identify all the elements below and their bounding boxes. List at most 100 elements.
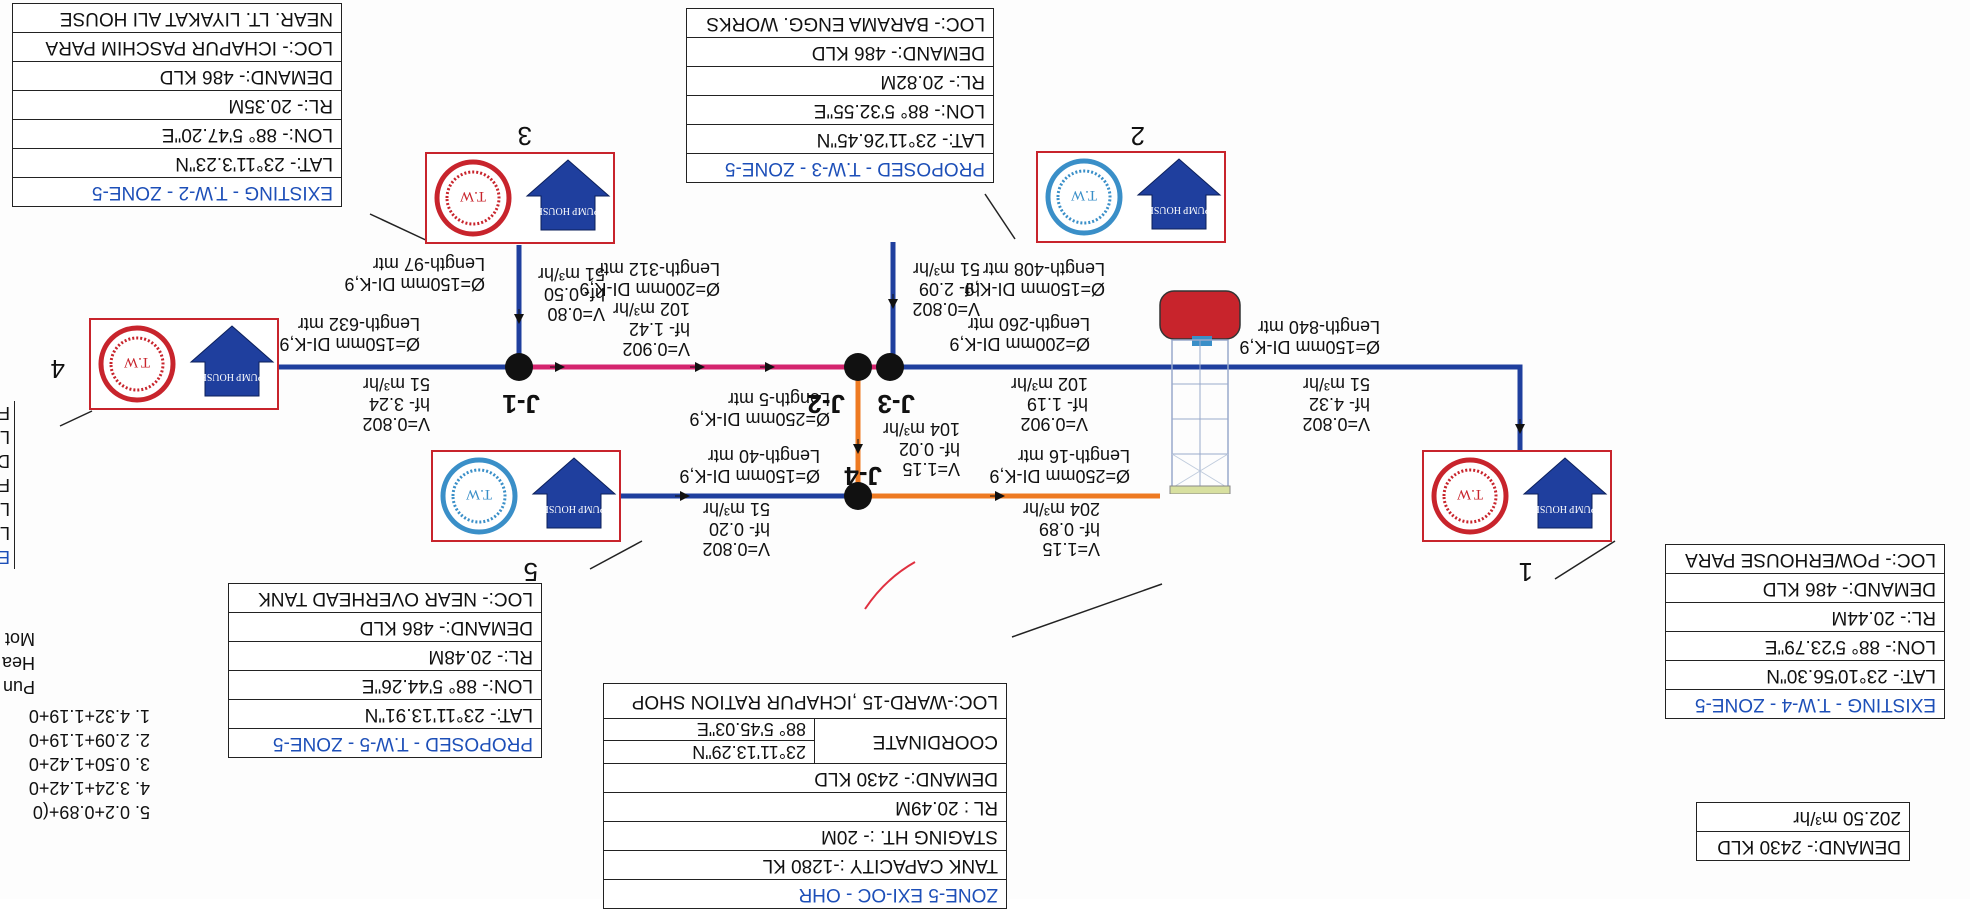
tank-2-rl: RL:- 20.82M xyxy=(687,66,993,95)
tank-1-info-box: EXISTING - T.W-4 - ZONE-5 LAT:- 23°10'56… xyxy=(1665,544,1945,719)
tank-3-lat: LAT:- 23°11'3.23"N xyxy=(13,148,341,177)
tank-5-lat: LAT:- 23°11'13.91"N xyxy=(229,699,541,728)
tube-well-label: T.W xyxy=(465,486,492,502)
ohr-coordinate-row: COORDINATE 23°11'13.29"N 88° 5'45.03"E xyxy=(604,718,1006,763)
tank-3-title: EXISTING - T.W-2 - ZONE-5 xyxy=(13,177,341,206)
tube-well-label: T.W xyxy=(1456,486,1483,502)
pump-house-label: PUMP HOUSE xyxy=(201,371,264,382)
junction-dot-j4 xyxy=(844,482,872,510)
pump-house-graphic: PUMP HOUSE T.W xyxy=(1431,457,1608,535)
tank-1-rl: RL:- 20.44M xyxy=(1666,602,1944,631)
overhead-tank-drawing xyxy=(1159,290,1241,494)
pump-head-fragment: Pun Hea Mot xyxy=(1,629,35,697)
leader-line-t5 xyxy=(589,540,643,570)
pump-house-graphic: PUMP HOUSE T.W xyxy=(434,159,611,237)
tube-well-label: T.W xyxy=(459,188,486,204)
pump-house-label: PUMP HOUSE xyxy=(1534,503,1597,514)
tank-2-demand: DEMAND:- 486 KLD xyxy=(687,37,993,66)
junction-label-j1: J-1 xyxy=(502,389,540,419)
tube-well-icon xyxy=(434,159,512,237)
tube-well-icon xyxy=(1045,158,1123,236)
tank-3-rl: RL:- 20.35M xyxy=(13,90,341,119)
ohr-rl: RL : 20.49M xyxy=(604,792,1006,821)
ohr-title: ZONE-5 EXI-OC - OHR xyxy=(604,879,1006,908)
hand-mark xyxy=(864,561,916,610)
tube-well-label: T.W xyxy=(123,354,150,370)
pump-house-3[interactable]: PUMP HOUSE T.W xyxy=(425,152,615,244)
ohr-coordinate-label: COORDINATE xyxy=(814,719,1006,763)
tube-well-icon xyxy=(98,325,176,403)
tank-1-demand: DEMAND:- 486 KLD xyxy=(1666,573,1944,602)
ohr-loc: LOC:-WARD-15 ,ICHAPUR RATION SHOP xyxy=(631,691,998,712)
tube-well-icon xyxy=(440,457,518,535)
leader-line-ohr xyxy=(1011,583,1163,638)
tank-3-near: NEAR. LT. LIYAKAT ALI HOUSE xyxy=(59,8,333,29)
tank-2-loc: LOC:- BARAMA ENGG. WORKS xyxy=(706,13,985,34)
pump-house-label: PUMP HOUSE xyxy=(543,503,606,514)
total-demand-kld: DEMAND:- 2430 KLD xyxy=(1697,831,1909,860)
tank-3-lon: LON:- 88° 5'47.20"E xyxy=(13,119,341,148)
tank-5-loc: LOC:- NEAR OVERHEAD TANK xyxy=(258,588,533,609)
pump-calc-fragment: 5. 0.2+0.89+(0 4. 3.24+1.42+0 3. 0.50+1.… xyxy=(28,706,150,822)
tank-2-lat: LAT:- 23°11'26.45"N xyxy=(687,124,993,153)
leader-line-t3 xyxy=(369,213,431,243)
tank-3-info-box: EXISTING - T.W-2 - ZONE-5 LAT:- 23°11'3.… xyxy=(12,3,342,207)
junction-dot-j1 xyxy=(505,353,533,381)
ohr-capacity: TANK CAPACITY :-1280 KL xyxy=(604,850,1006,879)
ohr-coordinate-lon: 88° 5'45.03"E xyxy=(696,719,806,739)
tank-5-title: PROPOSED - T.W-5 - ZONE-5 xyxy=(229,728,541,757)
pipe-t1-j3 xyxy=(890,364,1523,472)
total-demand-flow: 202.50 m³/hr xyxy=(1793,807,1901,828)
tank-number-3: 3 xyxy=(517,121,532,151)
total-demand-box: DEMAND:- 2430 KLD 202.50 m³/hr xyxy=(1696,802,1910,861)
pump-house-4[interactable]: PUMP HOUSE T.W xyxy=(89,318,279,410)
pump-house-label: PUMP HOUSE xyxy=(537,205,600,216)
ohr-staging: STAGING HT. :- 20M xyxy=(604,821,1006,850)
tank-2-info-box: PROPOSED - T.W-3 - ZONE-5 LAT:- 23°11'26… xyxy=(686,8,994,183)
pump-house-1[interactable]: PUMP HOUSE T.W xyxy=(1422,450,1612,542)
leader-line-t2 xyxy=(984,193,1016,240)
pump-house-5[interactable]: PUMP HOUSE T.W xyxy=(431,450,621,542)
junction-dot-j3 xyxy=(876,353,904,381)
tube-well-icon xyxy=(1431,457,1509,535)
leader-line-t4 xyxy=(59,410,93,427)
pump-house-graphic: PUMP HOUSE T.W xyxy=(440,457,617,535)
tank-5-demand: DEMAND:- 486 KLD xyxy=(229,612,541,641)
ohr-info-box: ZONE-5 EXI-OC - OHR TANK CAPACITY :-1280… xyxy=(603,683,1007,909)
tank-1-loc: LOC:- POWERHOUSE PARA xyxy=(1685,549,1936,570)
pump-arrow-icon xyxy=(1522,457,1608,529)
tank-5-lon: LON:- 88° 5'44.26"E xyxy=(229,670,541,699)
pump-arrow-icon xyxy=(189,325,275,397)
tank-1-lon: LON:- 88° 5'23.79"E xyxy=(1666,631,1944,660)
tank-3-demand: DEMAND:- 486 KLD xyxy=(13,61,341,90)
pump-house-label: PUMP HOUSE xyxy=(1148,204,1211,215)
leader-line-t1 xyxy=(1554,540,1616,580)
pump-house-graphic: PUMP HOUSE T.W xyxy=(98,325,275,403)
ohr-demand: DEMAND:- 2430 KLD xyxy=(604,763,1006,792)
tank-1-title: EXISTING - T.W-4 - ZONE-5 xyxy=(1666,689,1944,718)
tank-3-loc: LOC:- ICHAPUR PASCHIM PARA xyxy=(13,32,341,61)
pump-arrow-icon xyxy=(1136,158,1222,230)
pump-arrow-icon xyxy=(525,159,611,231)
tank-5-rl: RL:- 20.48M xyxy=(229,641,541,670)
tank-number-2: 2 xyxy=(1130,121,1145,151)
tank-number-1: 1 xyxy=(1518,557,1533,587)
junction-label-j3: J-3 xyxy=(877,389,915,419)
